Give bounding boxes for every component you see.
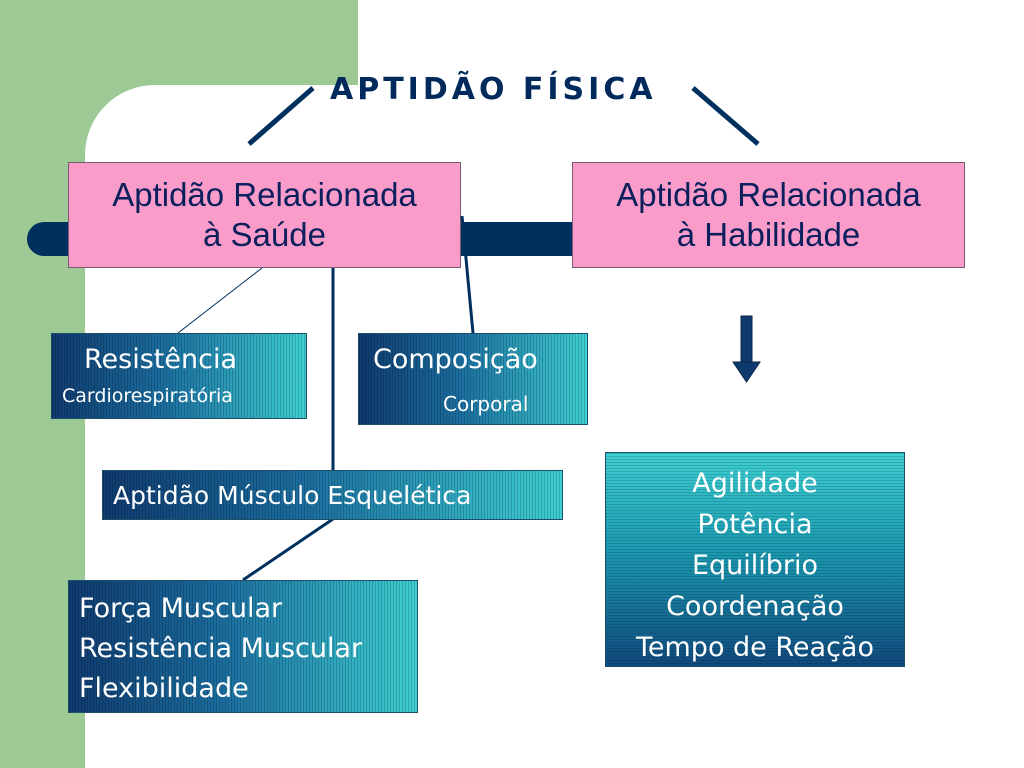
body-composition-box: Composição Corporal xyxy=(358,333,588,425)
musculo-label: Aptidão Músculo Esquelética xyxy=(113,481,472,510)
musculo-component-2: Resistência Muscular xyxy=(79,633,363,664)
musculo-component-1: Força Muscular xyxy=(79,593,283,624)
title-left-branch xyxy=(247,86,315,146)
cardio-line1: Resistência xyxy=(84,344,237,375)
musculo-components-box: Força Muscular Resistência Muscular Flex… xyxy=(68,580,418,713)
down-arrow-shaft xyxy=(740,315,753,365)
health-fitness-line1: Aptidão Relacionada xyxy=(112,176,417,213)
down-arrow-icon xyxy=(732,361,761,383)
skill-component-1: Agilidade xyxy=(692,468,818,499)
body-composition-line1: Composição xyxy=(373,344,538,375)
health-fitness-line2: à Saúde xyxy=(203,216,326,253)
title-right-branch xyxy=(691,86,760,146)
skill-component-4: Coordenação xyxy=(666,591,844,622)
skill-fitness-line2: à Habilidade xyxy=(676,216,861,253)
skill-component-2: Potência xyxy=(697,509,813,540)
connector-to-body-composition xyxy=(460,215,475,334)
connector-to-cardio xyxy=(177,267,263,334)
page-title: APTIDÃO FÍSICA xyxy=(330,72,657,107)
musculo-component-3: Flexibilidade xyxy=(79,673,249,704)
skill-fitness-box: Aptidão Relacionada à Habilidade xyxy=(572,162,965,268)
musculo-box: Aptidão Músculo Esquelética xyxy=(102,470,563,520)
health-fitness-box: Aptidão Relacionada à Saúde xyxy=(68,162,461,268)
skill-fitness-line1: Aptidão Relacionada xyxy=(616,176,921,213)
skill-component-3: Equilíbrio xyxy=(691,550,819,581)
cardio-line2: Cardiorespiratória xyxy=(62,385,233,407)
skill-component-5: Tempo de Reação xyxy=(635,632,874,663)
connector-to-musculo-components xyxy=(242,517,334,582)
skill-components-box: Agilidade Potência Equilíbrio Coordenaçã… xyxy=(605,452,905,667)
body-composition-line2: Corporal xyxy=(443,392,529,416)
cardio-box: Resistência Cardiorespiratória xyxy=(51,333,307,419)
